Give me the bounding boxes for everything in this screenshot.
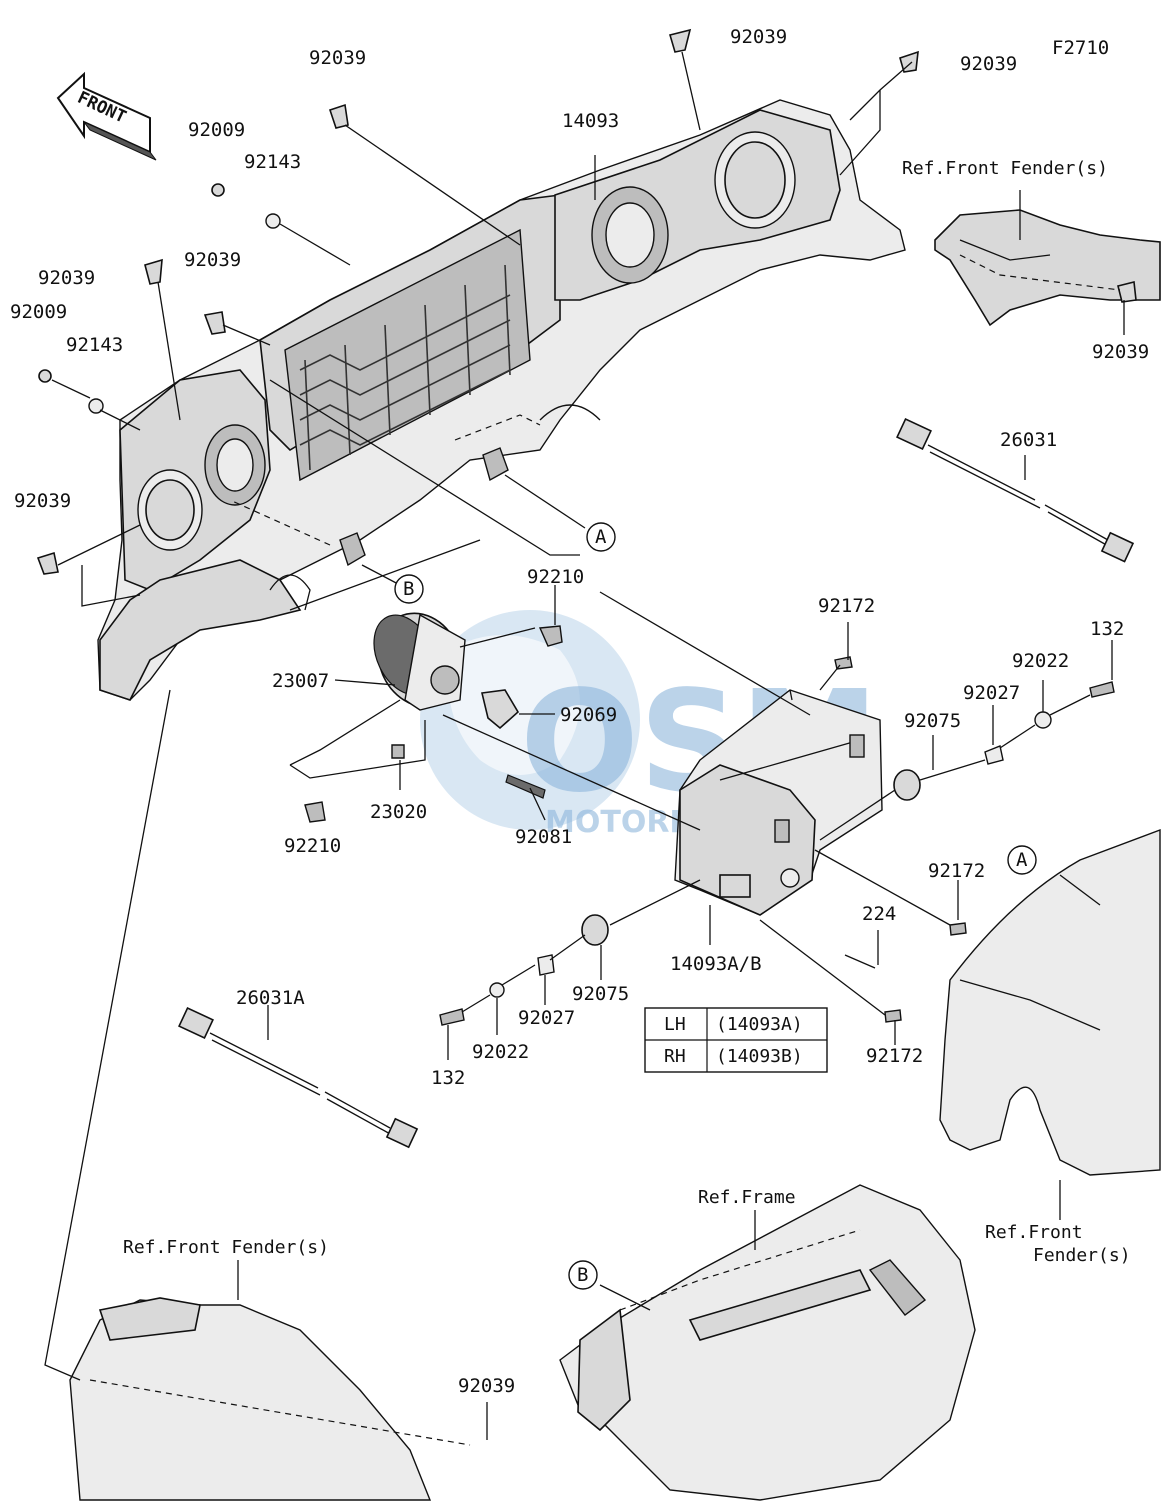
part-labels: 92039 92039 92039 92039 92039 92039 9203… [10,26,1149,1397]
callout-a-lower: A [1007,845,1037,875]
label-92069: 92069 [560,704,617,726]
label-224: 224 [862,903,896,925]
lead-wire-26031 [896,417,1135,563]
label-92075-left: 92075 [572,983,629,1005]
lead-wire-26031A [178,1006,419,1149]
label-92039-left-mid: 92039 [38,267,95,289]
label-92022-right: 92022 [1012,650,1069,672]
label-132-left: 132 [431,1067,465,1089]
label-92143-a: 92143 [244,151,301,173]
ref-frame: Ref.Frame [698,1187,796,1208]
label-92210-low: 92210 [284,835,341,857]
table-row-rh-part: (14093B) [716,1046,803,1067]
label-92039-top1: 92039 [730,26,787,48]
headlight-23007 [304,612,563,823]
figure-code: F2710 [1052,37,1109,59]
label-23020: 23020 [370,801,427,823]
label-14093: 14093 [562,110,619,132]
hardware-right [834,656,1115,1023]
svg-text:B: B [403,578,414,600]
label-26031: 26031 [1000,429,1057,451]
ref-front-fender-bottom: Ref.Front Fender(s) [123,1237,329,1258]
label-92081: 92081 [515,826,572,848]
callout-a-upper: A [586,522,616,552]
label-92039-upper-left: 92039 [309,47,366,69]
front-panel-14093 [97,99,906,701]
table-row-lh-part: (14093A) [716,1014,803,1035]
left-front-fender-bottom [69,1297,432,1501]
clips [36,28,1137,575]
label-92039-bottom: 92039 [458,1375,515,1397]
frame-ref [559,1184,976,1501]
ref-front-fender-right-line2: Fender(s) [1033,1245,1131,1266]
svg-text:A: A [595,526,607,548]
side-table: LH (14093A) RH (14093B) [644,1007,828,1073]
label-132-right: 132 [1090,618,1124,640]
label-92027-right: 92027 [963,682,1020,704]
callout-b-upper: B [394,574,424,604]
label-92039-top2: 92039 [960,53,1017,75]
label-92009-b: 92009 [10,301,67,323]
label-92172-mid: 92172 [928,860,985,882]
table-row-rh-side: RH [664,1046,686,1067]
label-92039-left-low: 92039 [14,490,71,512]
reference-labels: Ref.Front Fender(s) Ref.Front Fender(s) … [123,158,1131,1266]
label-92022-left: 92022 [472,1041,529,1063]
label-92172-low: 92172 [866,1045,923,1067]
callout-b-lower: B [568,1260,598,1290]
front-arrow-icon: FRONT [56,71,157,161]
label-92027-left: 92027 [518,1007,575,1029]
label-92039-right: 92039 [1092,341,1149,363]
label-92039-left-center: 92039 [184,249,241,271]
ref-front-fender-top: Ref.Front Fender(s) [902,158,1108,179]
bracket-14093AB [674,689,883,916]
label-14093AB: 14093A/B [670,953,762,975]
callouts: A B A B [394,522,1037,1290]
svg-text:A: A [1016,849,1028,871]
ref-front-fender-right-line1: Ref.Front [985,1222,1083,1243]
svg-text:B: B [577,1264,588,1286]
grille-mesh [299,264,511,471]
table-row-lh-side: LH [664,1014,686,1035]
label-26031A: 26031A [236,987,305,1009]
right-front-fender-mid [939,828,1161,1176]
label-92143-b: 92143 [66,334,123,356]
leader-lines [44,51,1125,1446]
label-92075-right: 92075 [904,710,961,732]
right-front-fender-top [934,209,1161,327]
label-92210-top: 92210 [527,566,584,588]
label-92009-a: 92009 [188,119,245,141]
label-92172-top: 92172 [818,595,875,617]
label-23007: 23007 [272,670,329,692]
